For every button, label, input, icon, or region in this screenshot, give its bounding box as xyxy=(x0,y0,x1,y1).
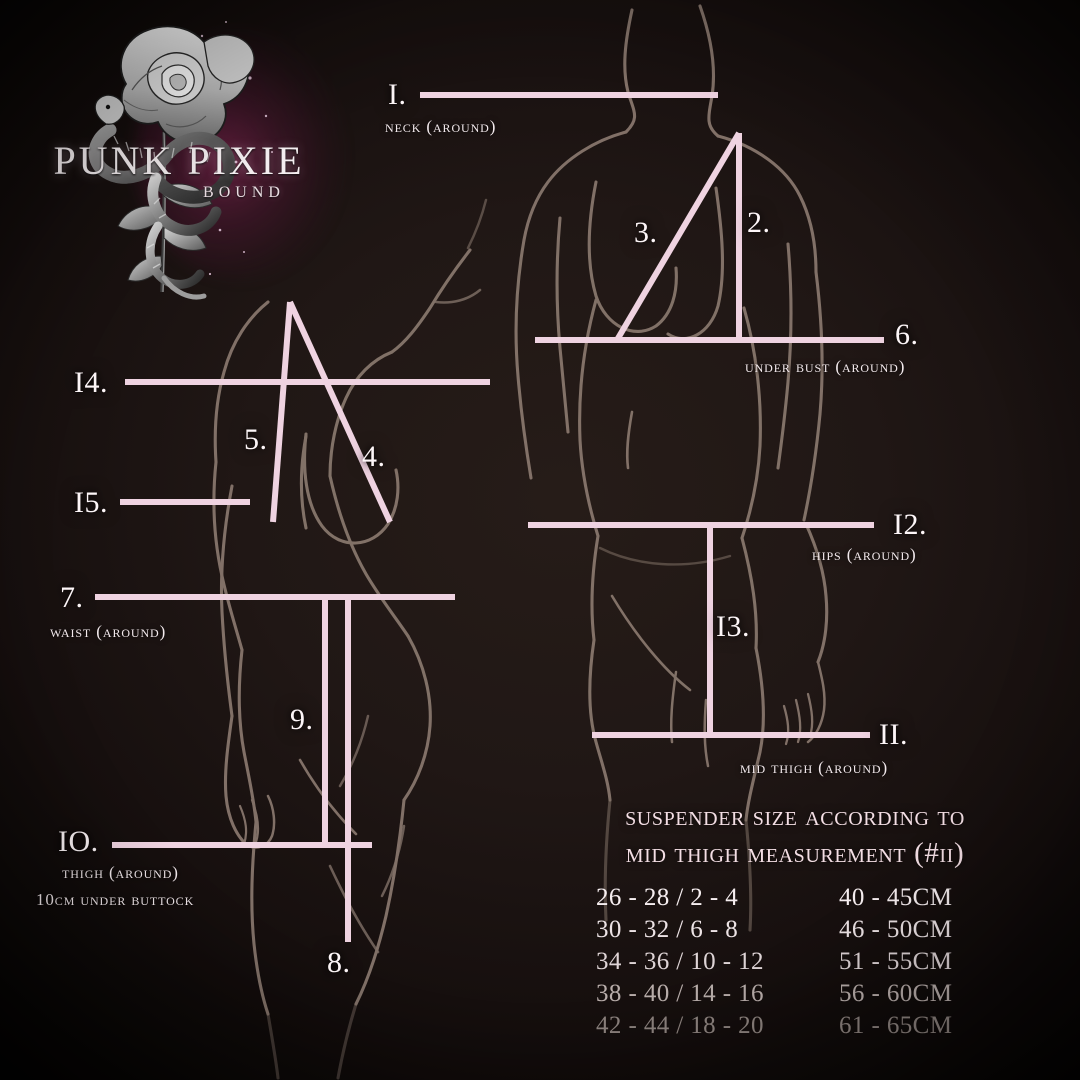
label-number-7: 7. xyxy=(60,581,84,614)
brand-name: PUNK PIXIE xyxy=(53,138,305,183)
label-number-9: 9. xyxy=(290,703,314,736)
label-number-5: 5. xyxy=(244,423,268,456)
size-table-cell-cm: 51 - 55CM xyxy=(839,948,953,975)
rule-5 xyxy=(270,301,293,523)
label-caption-mid-thigh: MID THIGH (AROUND) xyxy=(740,758,889,777)
size-table-cell-cm: 61 - 65CM xyxy=(839,1012,953,1039)
size-table-row: 34 - 36 / 10 - 12 51 - 55CM xyxy=(596,946,1016,978)
label-number-4: 4. xyxy=(362,440,386,473)
rule-4 xyxy=(287,300,393,524)
size-table-cell-size: 26 - 28 / 2 - 4 xyxy=(596,884,739,911)
label-caption-under-bust: UNDER BUST (AROUND) xyxy=(745,357,906,376)
size-table-cell-size: 30 - 32 / 6 - 8 xyxy=(596,916,739,943)
label-number-13: I3. xyxy=(716,610,750,643)
label-caption-hips: HIPS (AROUND) xyxy=(812,545,917,564)
size-chart-title-line1: SUSPENDER SIZE ACCORDING TO xyxy=(625,800,965,832)
label-number-2: 2. xyxy=(747,206,771,239)
suspender-size-table: 26 - 28 / 2 - 4 40 - 45CM 30 - 32 / 6 - 8 4… xyxy=(596,882,1016,1042)
size-table-cell-size: 38 - 40 / 14 - 16 xyxy=(596,980,764,1007)
size-table-row: 30 - 32 / 6 - 8 46 - 50CM xyxy=(596,914,1016,946)
brand-subtitle: BOUND xyxy=(203,184,285,201)
brand-logo: PUNK PIXIE BOUND xyxy=(14,12,344,312)
size-table-cell-cm: 56 - 60CM xyxy=(839,980,953,1007)
label-number-14: I4. xyxy=(74,366,108,399)
label-caption-waist: WAIST (AROUND) xyxy=(50,622,167,641)
label-number-1: I. xyxy=(388,78,407,111)
label-number-10: IO. xyxy=(58,825,99,858)
size-chart-title: SUSPENDER SIZE ACCORDING TO MID THIGH ME… xyxy=(530,798,1060,872)
size-table-row: 26 - 28 / 2 - 4 40 - 45CM xyxy=(596,882,1016,914)
label-number-3: 3. xyxy=(634,216,658,249)
size-table-row: 42 - 44 / 18 - 20 61 - 65CM xyxy=(596,1010,1016,1042)
label-caption-thigh-2: 10CM UNDER BUTTOCK xyxy=(36,890,195,909)
label-number-15: I5. xyxy=(74,486,108,519)
size-table-row: 38 - 40 / 14 - 16 56 - 60CM xyxy=(596,978,1016,1010)
label-number-8: 8. xyxy=(327,946,351,979)
size-table-cell-cm: 46 - 50CM xyxy=(839,916,953,943)
label-number-11: II. xyxy=(879,718,908,751)
label-caption-neck: NECK (AROUND) xyxy=(385,117,497,136)
label-caption-thigh-1: THIGH (AROUND) xyxy=(62,863,179,882)
size-table-cell-size: 34 - 36 / 10 - 12 xyxy=(596,948,764,975)
label-number-6: 6. xyxy=(895,318,919,351)
size-table-cell-size: 42 - 44 / 18 - 20 xyxy=(596,1012,764,1039)
label-number-12: I2. xyxy=(893,508,927,541)
size-table-cell-cm: 40 - 45CM xyxy=(839,884,953,911)
size-chart-title-line2: MID THIGH MEASUREMENT (#II) xyxy=(625,837,965,870)
